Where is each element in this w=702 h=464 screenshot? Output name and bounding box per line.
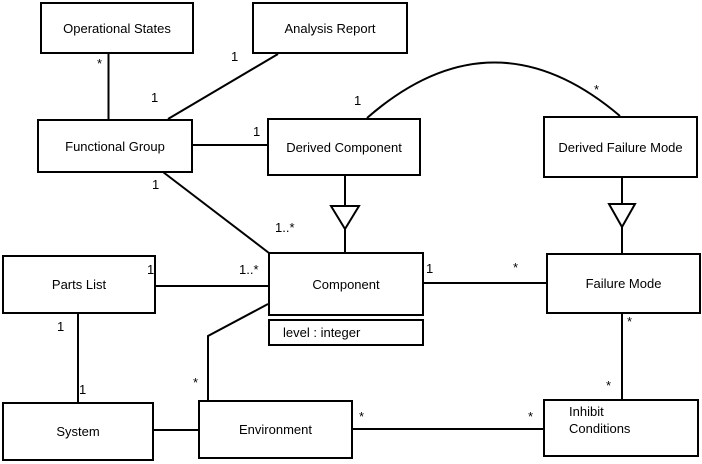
multiplicity-label: 1 [231,49,239,64]
class-analysis-report[interactable]: Analysis Report [252,2,408,54]
association-analysis-report-functional-group [167,53,279,120]
multiplicity-label: * [513,260,519,275]
generalization-triangle-icon [329,205,361,231]
class-name-label: Inhibit Conditions [569,404,631,436]
multiplicity-label: 1 [354,93,362,108]
class-name-label: Analysis Report [284,20,376,36]
multiplicity-label: 1 [79,382,87,397]
class-failure-mode[interactable]: Failure Mode [546,253,701,314]
class-inhibit-conditions[interactable]: Inhibit Conditions [543,399,699,457]
class-name-label: Operational States [63,20,171,36]
multiplicity-label: * [606,378,612,393]
multiplicity-label: * [627,314,633,329]
multiplicity-label: * [193,375,199,390]
class-name-label: System [56,424,100,439]
attribute-label: level : integer [283,325,361,340]
multiplicity-label: 1 [152,177,160,192]
generalization-triangle-icon [607,203,637,230]
multiplicity-label: 1 [253,124,261,139]
association-derived-component-derived-failure-mode [366,61,621,119]
class-component[interactable]: Component [268,252,424,316]
multiplicity-label: 1 [147,262,155,277]
association-functional-group-component [162,171,270,254]
multiplicity-label: 1..* [239,262,259,277]
class-name-label: Derived Component [286,139,402,155]
class-functional-group[interactable]: Functional Group [37,119,193,173]
class-name-label: Environment [239,422,312,437]
class-derived-component[interactable]: Derived Component [267,118,421,176]
multiplicity-label: * [359,409,365,424]
multiplicity-label: * [97,56,103,71]
multiplicity-label: 1..* [275,220,295,235]
class-name-label: Failure Mode [585,276,662,291]
multiplicity-label: * [594,82,600,97]
multiplicity-label: 1 [426,261,434,276]
multiplicity-label: 1 [151,90,159,105]
class-environment[interactable]: Environment [198,400,353,459]
multiplicity-label: 1 [57,319,65,334]
class-derived-failure-mode[interactable]: Derived Failure Mode [543,116,698,178]
class-component-attribute-compartment[interactable]: level : integer [268,319,424,346]
class-name-label: Parts List [51,277,107,292]
class-operational-states[interactable]: Operational States [40,2,194,54]
class-parts-list[interactable]: Parts List [2,255,156,314]
class-name-label: Derived Failure Mode [558,139,683,155]
multiplicity-label: * [528,409,534,424]
class-system[interactable]: System [2,402,154,461]
class-name-label: Functional Group [65,138,165,154]
class-name-label: Component [312,276,380,292]
association-component-environment [207,303,269,400]
